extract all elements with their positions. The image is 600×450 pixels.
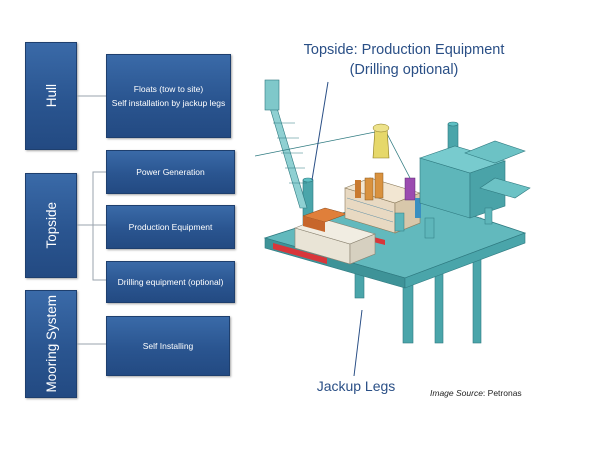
jackup-pointer bbox=[353, 309, 363, 377]
topside-caption-line2: (Drilling optional) bbox=[349, 62, 459, 78]
category-topside: Topside bbox=[25, 173, 77, 278]
item-hull-floats: Floats (tow to site) Self installation b… bbox=[106, 54, 231, 138]
item-production-equipment: Production Equipment bbox=[106, 205, 235, 249]
item-self-installing: Self Installing bbox=[106, 316, 230, 376]
accommodation-module bbox=[419, 140, 531, 219]
image-source-value: : Petronas bbox=[482, 388, 522, 398]
item-power-generation: Power Generation bbox=[106, 150, 235, 194]
item-power-label: Power Generation bbox=[136, 167, 205, 177]
offshore-platform-illustration bbox=[255, 79, 531, 344]
jackup-legs-caption: Jackup Legs bbox=[316, 378, 396, 394]
item-drilling-equipment: Drilling equipment (optional) bbox=[106, 261, 235, 303]
item-self-installing-label: Self Installing bbox=[142, 341, 194, 351]
yellow-crane bbox=[372, 123, 390, 159]
drilling-derrick bbox=[264, 79, 308, 209]
item-hull-line1: Floats (tow to site) bbox=[133, 84, 204, 94]
topside-pointer bbox=[311, 81, 329, 181]
category-mooring-system: Mooring System bbox=[25, 290, 77, 398]
item-drilling-label: Drilling equipment (optional) bbox=[117, 277, 224, 287]
connector-topside-bracket bbox=[92, 171, 106, 281]
image-source: Image Source: Petronas bbox=[430, 388, 522, 398]
item-production-label: Production Equipment bbox=[128, 222, 213, 232]
crane-jib bbox=[255, 129, 411, 179]
topside-caption-line1: Topside: Production Equipment bbox=[303, 42, 505, 58]
item-hull-line2: Self installation by jackup legs bbox=[111, 98, 226, 108]
image-source-label: Image Source bbox=[430, 388, 483, 398]
topside-caption: Topside: Production Equipment (Drilling … bbox=[300, 40, 508, 80]
category-hull: Hull bbox=[25, 42, 77, 150]
